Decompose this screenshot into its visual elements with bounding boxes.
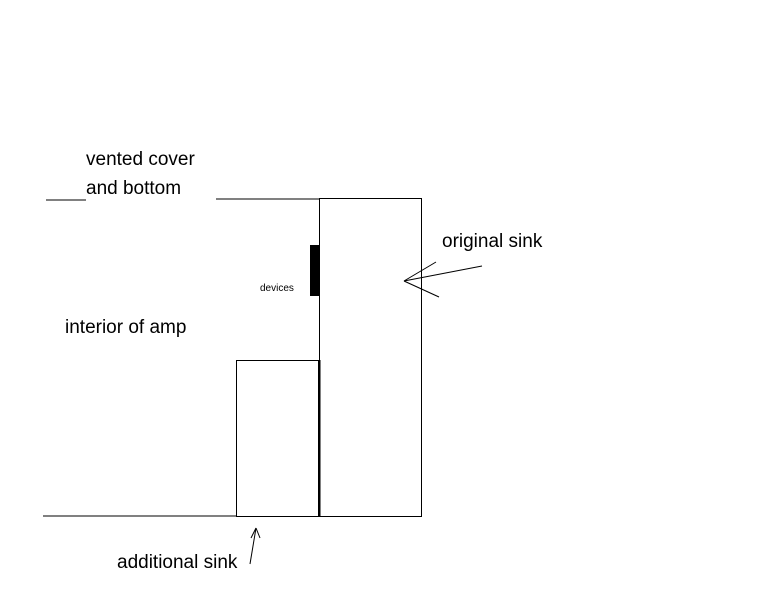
additional-sink-rect (236, 360, 319, 517)
original-sink-arrow (403, 261, 483, 298)
devices-block (310, 245, 319, 296)
original-sink-rect (319, 198, 422, 517)
interior-of-amp-label: interior of amp (65, 317, 187, 338)
vented-cover-label-line1: vented cover (86, 149, 195, 170)
vented-cover-label-line2: and bottom (86, 178, 182, 199)
devices-label: devices (260, 283, 294, 294)
additional-sink-arrow (249, 527, 261, 565)
additional-sink-label: additional sink (117, 552, 238, 573)
original-sink-label: original sink (442, 231, 543, 252)
